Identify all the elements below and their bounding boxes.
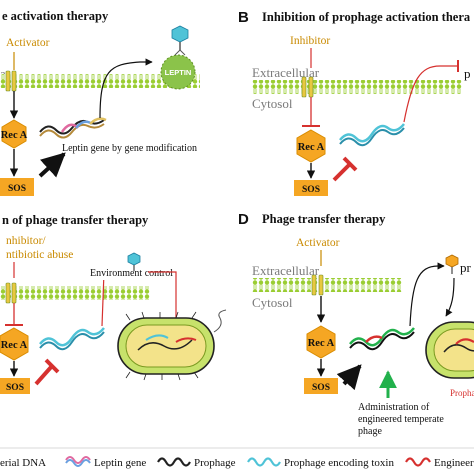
panel-a-sos-label: SOS — [8, 184, 26, 194]
panel-a-secretion-arrow — [99, 58, 153, 119]
panel-d-sos-to-prophage-arrow — [336, 364, 362, 391]
panel-a-leptin-label: LEPTIN — [165, 68, 192, 77]
panel-d-right-partial: pr — [460, 260, 472, 275]
panel-b-right-partial: p — [464, 66, 471, 81]
panel-a-receptor — [5, 70, 17, 92]
panel-b-release-line — [403, 65, 458, 123]
panel-d-sos-label: SOS — [312, 383, 330, 393]
panel-c-feedback-left — [101, 271, 105, 327]
panel-b: B Inhibition of prophage activation ther… — [238, 9, 471, 196]
panel-b-membrane — [252, 80, 462, 94]
panel-c-block-bar — [44, 358, 60, 374]
legend-item-bacterial-dna: erial DNA — [0, 457, 46, 469]
panel-d-admin-line2: engineered temperate — [358, 414, 444, 425]
panel-c-block-line — [34, 364, 54, 386]
legend-leptin-swatch — [65, 456, 91, 467]
panel-c-reca-label: Rec A — [1, 340, 28, 351]
panel-d-infect-arrow — [445, 277, 455, 317]
panel-d-sos-box — [304, 378, 338, 394]
panel-b-block-line — [332, 162, 352, 182]
panel-a: e activation therapy Activator ar Rec A … — [0, 9, 200, 196]
panel-d-letter: D — [238, 211, 249, 228]
panel-d-admin-line3: phage — [358, 426, 382, 437]
legend-item-engineered: Engineered pha — [434, 457, 474, 469]
panel-c-bacterium — [117, 309, 227, 381]
panel-c-reca-hexagon — [0, 327, 29, 361]
panel-c-title: n of phage transfer therapy — [2, 213, 149, 227]
legend-item-leptin: Leptin gene — [94, 457, 146, 469]
panel-b-receptor — [301, 76, 314, 98]
panel-d-phage-icon — [445, 254, 459, 274]
panel-a-title: e activation therapy — [2, 9, 109, 23]
panel-d-cytosol: Cytosol — [252, 295, 293, 310]
panel-a-activator-label: Activator — [6, 37, 50, 49]
panel-a-sos-box — [0, 178, 34, 196]
panel-c-environment-label: Environment control — [90, 268, 173, 279]
panel-b-extracellular: Extracellular — [252, 65, 320, 80]
panel-a-phage-icon — [171, 25, 189, 56]
panel-a-extracellular-partial: ar — [0, 66, 11, 81]
panel-d-title: Phage transfer therapy — [262, 212, 386, 226]
panel-b-reca-label: Rec A — [298, 142, 325, 153]
panel-d: D Phage transfer therapy Activator Extra… — [238, 211, 474, 437]
panel-b-reca-hexagon — [296, 129, 326, 163]
legend-toxin-swatch — [247, 457, 281, 467]
panel-a-reca-label: Rec A — [1, 130, 28, 141]
legend-item-toxin: Prophage encoding toxin — [284, 457, 394, 469]
panel-b-title: Inhibition of prophage activation thera — [262, 10, 471, 24]
panel-b-block-bar — [342, 156, 358, 172]
panel-c-sos-label: SOS — [6, 383, 24, 393]
panel-a-membrane — [0, 74, 200, 88]
panel-b-sos-label: SOS — [302, 185, 320, 195]
panel-c-env-line — [148, 271, 177, 322]
legend-engineered-swatch — [405, 457, 431, 467]
panel-b-inhibitor-label: Inhibitor — [290, 35, 330, 47]
panel-c-toxin-prophage — [39, 327, 105, 351]
panel-d-reca-label: Rec A — [308, 338, 335, 349]
legend-prophage-swatch — [157, 457, 191, 467]
panel-b-letter: B — [238, 9, 249, 26]
panel-d-release-arrow — [409, 262, 445, 327]
panel-c-env-bg — [86, 264, 186, 280]
panel-a-leptin-prophage — [39, 117, 107, 139]
panel-d-membrane — [252, 278, 402, 292]
panel-a-leptin-icon: LEPTIN — [160, 54, 196, 90]
panel-c-inhibitor-line2: ntibiotic abuse — [6, 249, 73, 261]
panel-d-admin-line1: Administration of — [358, 402, 430, 413]
panel-c-phage-icon — [127, 252, 141, 271]
panel-d-receptor — [311, 274, 324, 296]
legend: erial DNA Leptin gene Prophage Prophage … — [0, 447, 474, 469]
legend-item-prophage: Prophage — [194, 457, 236, 469]
panel-c: n of phage transfer therapy nhibitor/ nt… — [0, 213, 227, 394]
panel-d-extracellular: Extracellular — [252, 263, 320, 278]
panel-d-propha-partial: Propha — [450, 388, 474, 398]
panel-d-reca-hexagon — [306, 325, 336, 359]
panel-c-receptor — [5, 282, 17, 304]
panel-c-sos-box — [0, 378, 30, 394]
panel-c-membrane — [0, 286, 150, 300]
panel-b-toxin-prophage — [339, 123, 405, 147]
panel-d-bacterium — [425, 321, 474, 379]
panel-d-activator-label: Activator — [296, 237, 340, 249]
panel-a-gene-mod-label: Leptin gene by gene modification — [62, 143, 197, 154]
panel-d-engineered-prophage — [349, 327, 415, 351]
panel-b-cytosol: Cytosol — [252, 96, 293, 111]
panel-b-sos-box — [294, 180, 328, 196]
panel-a-reca-hexagon — [1, 119, 27, 149]
panel-a-sos-to-prophage-arrow — [38, 152, 66, 178]
panel-c-inhibitor-line1: nhibitor/ — [6, 235, 46, 247]
